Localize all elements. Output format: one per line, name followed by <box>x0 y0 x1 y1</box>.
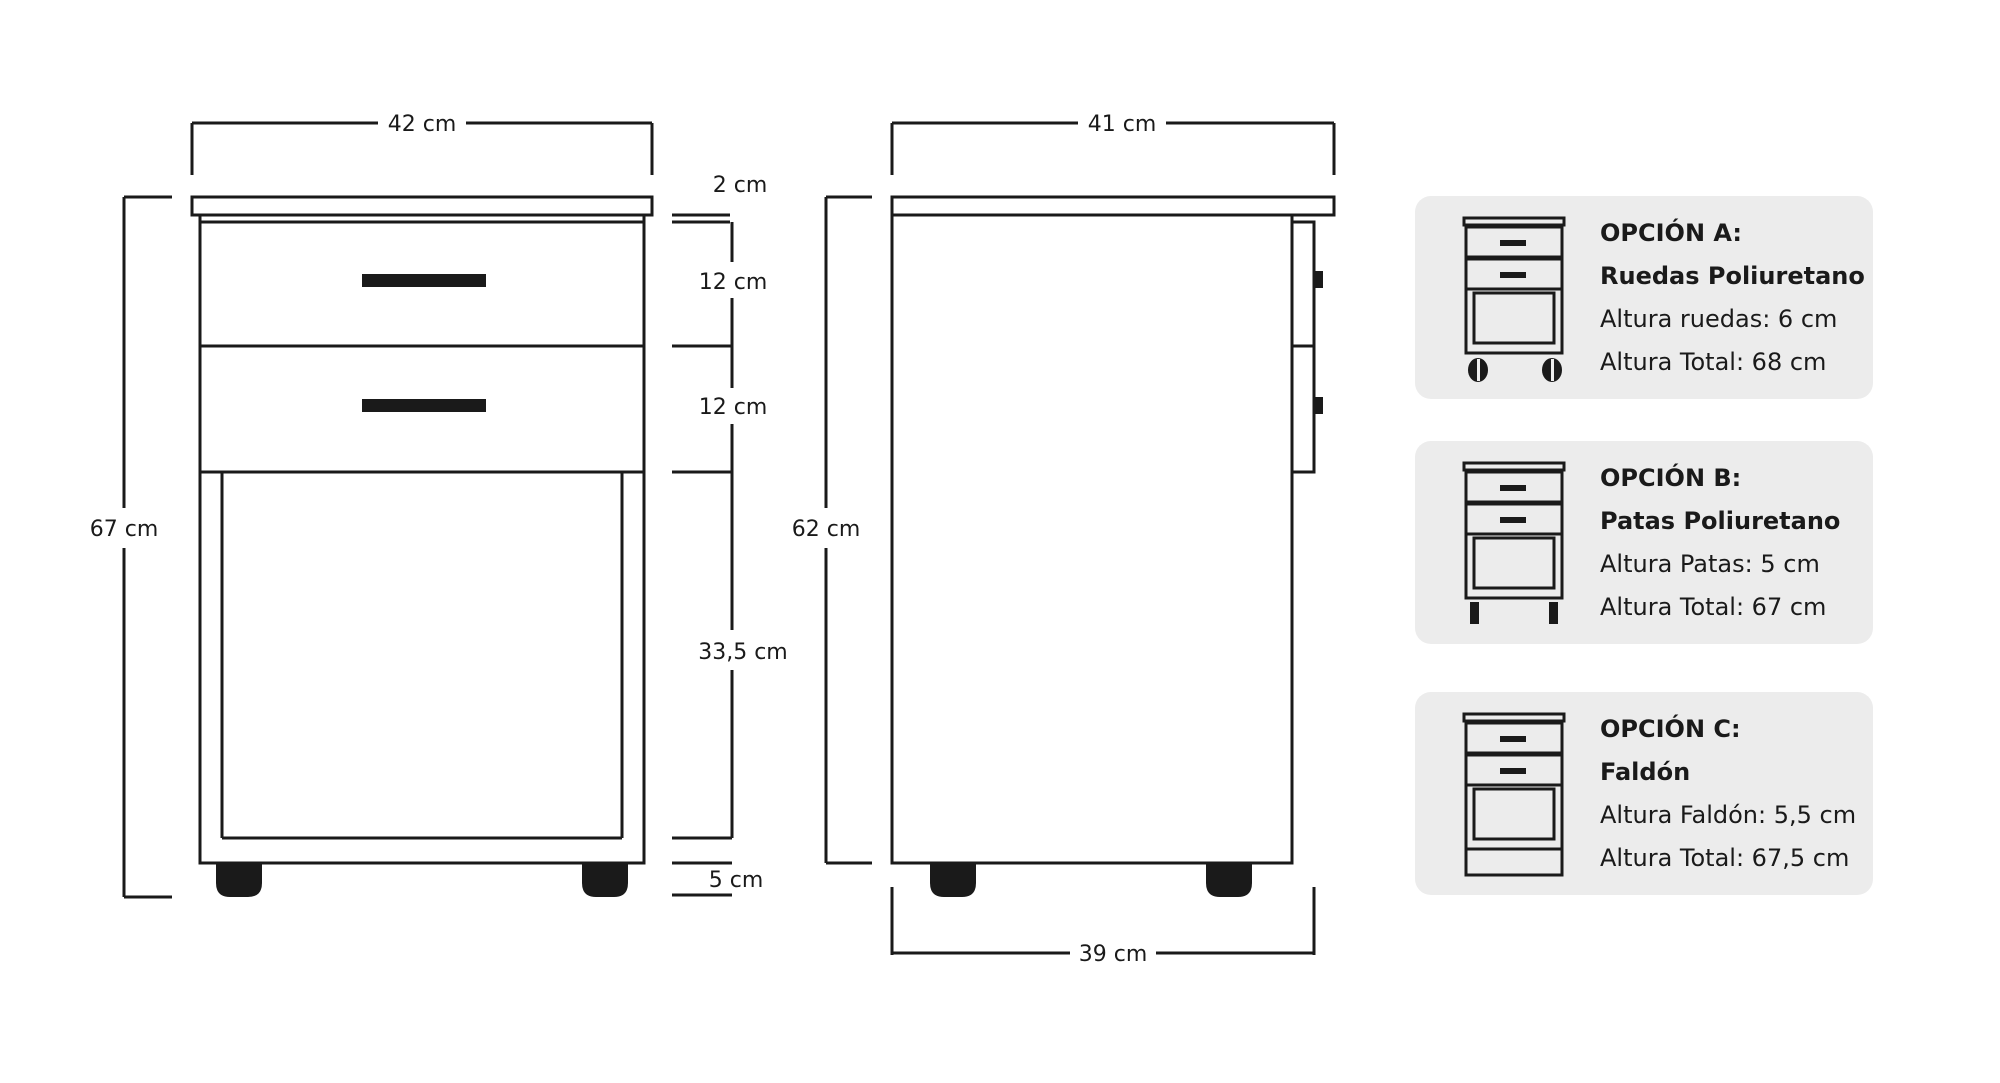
option-b-subtitle: Patas Poliuretano <box>1600 507 1840 535</box>
option-b-detail: Altura Patas: 5 cm <box>1600 550 1820 578</box>
option-a-total: Altura Total: 68 cm <box>1600 348 1826 376</box>
front-top-label: 2 cm <box>713 173 768 198</box>
front-width-label: 42 cm <box>388 112 457 137</box>
front-view <box>122 121 734 899</box>
option-card-c: OPCIÓN C: Faldón Altura Faldón: 5,5 cm A… <box>1415 692 1873 895</box>
option-b-handle-2 <box>1500 517 1526 523</box>
option-card-b-bg <box>1415 441 1873 644</box>
option-b-cabinet-icon <box>1462 461 1566 600</box>
option-c-title: OPCIÓN C: <box>1600 713 1741 743</box>
option-b-legs-icon <box>1470 602 1558 624</box>
front-drawer-2-label: 12 cm <box>699 395 768 420</box>
side-view <box>824 121 1336 955</box>
option-b-title: OPCIÓN B: <box>1600 462 1741 492</box>
option-card-b: OPCIÓN B: Patas Poliuretano Altura Patas… <box>1415 441 1873 644</box>
side-height-label: 62 cm <box>792 517 861 542</box>
side-wheel-right <box>1206 863 1252 897</box>
option-a-handle-2 <box>1500 272 1526 278</box>
option-c-handle-2 <box>1500 768 1526 774</box>
side-handle-1 <box>1314 271 1323 288</box>
front-body <box>198 213 646 865</box>
option-c-detail: Altura Faldón: 5,5 cm <box>1600 801 1856 829</box>
option-card-c-bg <box>1415 692 1873 895</box>
option-c-handle-1 <box>1500 736 1526 742</box>
option-card-a-bg <box>1415 196 1873 399</box>
option-c-cabinet-icon <box>1462 712 1566 877</box>
option-a-detail: Altura ruedas: 6 cm <box>1600 305 1837 333</box>
option-a-subtitle: Ruedas Poliuretano <box>1600 262 1865 290</box>
option-c-subtitle: Faldón <box>1600 758 1690 786</box>
front-wheel-right <box>582 863 628 897</box>
option-b-handle-1 <box>1500 485 1526 491</box>
front-wheel-left <box>216 863 262 897</box>
front-height-label: 67 cm <box>90 517 159 542</box>
front-door-label: 33,5 cm <box>698 640 788 665</box>
side-wheel-left <box>930 863 976 897</box>
front-drawer-1-handle <box>362 274 486 287</box>
side-bottom-width-label: 39 cm <box>1079 942 1148 967</box>
option-a-handle-1 <box>1500 240 1526 246</box>
option-a-cabinet-icon <box>1462 216 1566 355</box>
option-a-wheels-icon <box>1468 358 1562 382</box>
front-countertop <box>190 195 654 217</box>
front-base-label: 5 cm <box>709 868 764 893</box>
side-countertop <box>890 195 1336 217</box>
option-c-total: Altura Total: 67,5 cm <box>1600 844 1849 872</box>
front-drawer-2-handle <box>362 399 486 412</box>
front-drawer-1-label: 12 cm <box>699 270 768 295</box>
option-b-total: Altura Total: 67 cm <box>1600 593 1826 621</box>
side-handle-2 <box>1314 397 1323 414</box>
option-card-a: OPCIÓN A: Ruedas Poliuretano Altura rued… <box>1415 196 1873 399</box>
side-body <box>890 213 1294 865</box>
option-a-title: OPCIÓN A: <box>1600 217 1742 247</box>
side-top-width-label: 41 cm <box>1088 112 1157 137</box>
